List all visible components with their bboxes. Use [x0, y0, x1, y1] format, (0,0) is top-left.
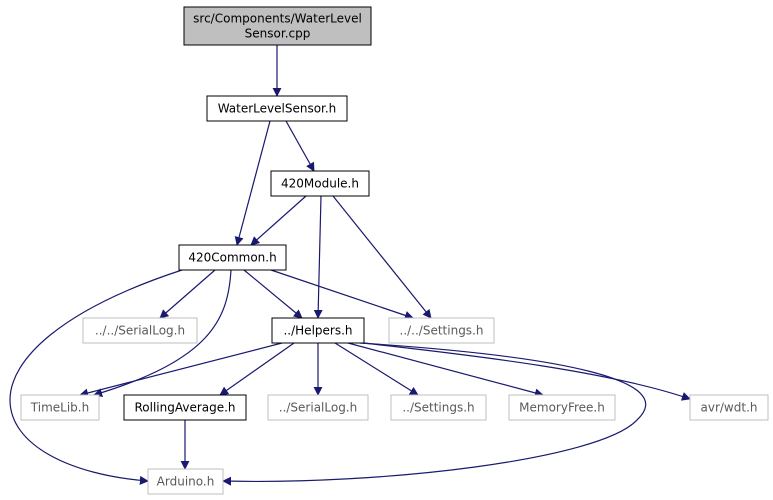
node-box-settings-up1-h — [390, 394, 487, 421]
node-label-settings-up2-h: ../../Settings.h — [400, 324, 484, 338]
node-time-lib-h: TimeLib.h — [20, 394, 100, 421]
edge-common-420-h-to-helpers-h — [243, 269, 303, 319]
node-box-serial-log-up2-h — [82, 317, 198, 344]
node-label-serial-log-up2-h: ../../SerialLog.h — [95, 324, 185, 338]
edge-helpers-h-to-avr-wdt-h — [363, 342, 691, 401]
node-settings-up1-h: ../Settings.h — [390, 394, 487, 421]
node-box-serial-log-up1-h — [267, 394, 369, 421]
edge-helpers-h-to-memory-free-h — [347, 342, 544, 398]
node-serial-log-up1-h: ../SerialLog.h — [267, 394, 369, 421]
node-label-arduino-h: Arduino.h — [157, 475, 215, 489]
node-box-helpers-h — [271, 317, 365, 344]
node-label-memory-free-h: MemoryFree.h — [519, 401, 605, 415]
node-label-time-lib-h: TimeLib.h — [30, 401, 89, 415]
node-label-root-line-2: Sensor.cpp — [245, 27, 311, 41]
edge-common-420-h-to-arduino-h — [9, 269, 183, 485]
node-label-settings-up1-h: ../Settings.h — [402, 401, 474, 415]
node-arduino-h: Arduino.h — [147, 468, 224, 495]
node-label-common-420-h: 420Common.h — [188, 251, 276, 265]
node-root[interactable]: src/Components/WaterLevelSensor.cpp — [183, 6, 372, 46]
node-box-common-420-h — [178, 244, 287, 271]
node-box-water-level-sensor-h — [206, 95, 348, 122]
edge-water-level-sensor-h-to-module-420-h — [285, 120, 315, 172]
edges-layer — [9, 45, 691, 486]
node-box-avr-wdt-h — [689, 394, 769, 421]
node-common-420-h[interactable]: 420Common.h — [178, 244, 287, 271]
nodes-layer: src/Components/WaterLevelSensor.cppWater… — [20, 6, 769, 495]
node-box-memory-free-h — [508, 394, 616, 421]
node-helpers-h[interactable]: ../Helpers.h — [271, 317, 365, 344]
edge-helpers-h-to-time-lib-h — [79, 342, 283, 398]
node-label-serial-log-up1-h: ../SerialLog.h — [279, 401, 357, 415]
node-module-420-h[interactable]: 420Module.h — [270, 170, 370, 197]
node-box-settings-up2-h — [388, 317, 495, 344]
edge-module-420-h-to-settings-up2-h — [332, 195, 432, 319]
node-label-avr-wdt-h: avr/wdt.h — [701, 401, 758, 415]
edge-common-420-h-to-settings-up2-h — [270, 269, 414, 320]
node-settings-up2-h: ../../Settings.h — [388, 317, 495, 344]
node-rolling-average-h[interactable]: RollingAverage.h — [123, 394, 247, 421]
node-box-rolling-average-h — [123, 394, 247, 421]
node-label-root-line-1: src/Components/WaterLevel — [193, 12, 362, 26]
edge-water-level-sensor-h-to-common-420-h — [234, 120, 271, 246]
node-box-time-lib-h — [20, 394, 100, 421]
edge-helpers-h-to-settings-up1-h — [334, 342, 419, 396]
node-label-module-420-h: 420Module.h — [281, 177, 359, 191]
edge-helpers-h-to-arduino-h — [222, 342, 647, 486]
node-box-root — [183, 6, 372, 46]
node-avr-wdt-h: avr/wdt.h — [689, 394, 769, 421]
edge-module-420-h-to-helpers-h — [313, 195, 323, 319]
node-serial-log-up2-h: ../../SerialLog.h — [82, 317, 198, 344]
node-box-arduino-h — [147, 468, 224, 495]
node-box-module-420-h — [270, 170, 370, 197]
edge-helpers-h-to-rolling-average-h — [219, 342, 295, 396]
node-water-level-sensor-h[interactable]: WaterLevelSensor.h — [206, 95, 348, 122]
edge-common-420-h-to-serial-log-up2-h — [159, 269, 216, 319]
edge-module-420-h-to-common-420-h — [250, 195, 307, 246]
node-memory-free-h: MemoryFree.h — [508, 394, 616, 421]
node-label-rolling-average-h: RollingAverage.h — [134, 401, 235, 415]
node-label-helpers-h: ../Helpers.h — [283, 324, 352, 338]
node-label-water-level-sensor-h: WaterLevelSensor.h — [218, 102, 337, 116]
